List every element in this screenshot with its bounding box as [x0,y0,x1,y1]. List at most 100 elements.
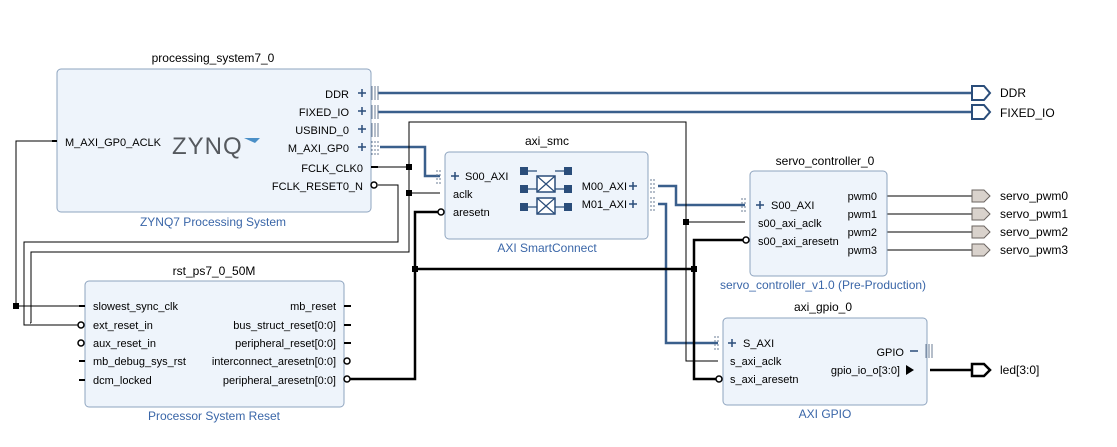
active-low-icon [370,181,378,189]
pin-ddr[interactable]: DDR [325,89,349,101]
pin-mb-debug-sys-rst[interactable]: mb_debug_sys_rst [93,356,186,368]
port-ddr[interactable]: DDR [971,85,1026,101]
output-port-icon [971,225,991,239]
port-servo-pwm0[interactable]: servo_pwm0 [971,189,1068,203]
junction-dot [406,190,412,196]
block-processing-system[interactable]: processing_system7_0 ZYNQ M_AXI_GP0_ACLK… [52,51,379,229]
wire-m00-axi[interactable] [658,184,745,207]
port-label: FIXED_IO [1000,106,1055,120]
wire-m-axi-gp0[interactable] [380,145,440,178]
output-port-icon [971,243,991,257]
wire-m01-axi[interactable] [658,202,718,345]
junction-dot [683,219,689,225]
pin-m-axi-gp0[interactable]: M_AXI_GP0 [288,143,349,155]
wire-clk-gpio[interactable] [685,222,718,362]
block-axi-smc[interactable]: axi_smc S00_AXI aclk aresetn M00_AXI M01… [436,134,655,255]
pin-interconnect-aresetn[interactable]: interconnect_aresetn[0:0] [212,356,336,368]
zynq-logo: ZYNQ [172,133,243,160]
expand-plus-icon[interactable] [358,89,366,151]
wire-fclk-reset[interactable] [23,184,399,326]
pin-pwm2[interactable]: pwm2 [848,227,877,239]
pin-m-axi-gp0-aclk[interactable]: M_AXI_GP0_ACLK [65,137,162,149]
block-type: Processor System Reset [148,409,281,423]
interface-port-icon [971,85,992,101]
expand-plus-icon[interactable] [451,172,637,208]
crossbar-icon [520,167,572,215]
pin-fclk-clk0[interactable]: FCLK_CLK0 [301,163,363,175]
expand-plus-icon[interactable] [756,201,764,209]
output-port-icon [971,189,991,203]
pin-s00-axi-aclk[interactable]: s00_axi_aclk [758,218,822,230]
pin-pwm0[interactable]: pwm0 [848,191,877,203]
port-label: servo_pwm1 [1000,207,1068,221]
port-label: DDR [1000,86,1026,100]
port-servo-pwm3[interactable]: servo_pwm3 [971,243,1068,257]
active-low-icon [343,357,351,365]
junction-dot [406,164,412,170]
interface-port-icon [971,104,992,120]
wire-peripheral-aresetn[interactable] [415,238,745,271]
instance-name: servo_controller_0 [776,154,875,168]
block-type: AXI GPIO [799,407,852,421]
block-body[interactable] [444,151,649,240]
expand-plus-icon[interactable] [728,339,736,347]
pin-aux-reset-in[interactable]: aux_reset_in [93,338,156,350]
pin-s-axi-aclk[interactable]: s_axi_aclk [730,356,782,368]
pin-aclk[interactable]: aclk [453,189,473,201]
junction-dot [13,303,19,309]
block-servo-controller[interactable]: servo_controller_0 S00_AXI s00_axi_aclk … [720,154,926,292]
wire-clk-servo[interactable] [408,121,745,223]
instance-name: axi_smc [525,134,569,148]
pin-m01-axi[interactable]: M01_AXI [582,199,627,211]
bus-interface-icon [371,86,379,155]
block-type: ZYNQ7 Processing System [140,215,286,229]
instance-name: axi_gpio_0 [794,300,852,314]
block-axi-gpio[interactable]: axi_gpio_0 S_AXI s_axi_aclk s_axi_areset… [714,300,933,421]
output-arrow-icon [906,365,914,375]
pin-usbind-0[interactable]: USBIND_0 [295,125,349,137]
block-body[interactable] [749,170,888,277]
pin-mb-reset[interactable]: mb_reset [290,301,336,313]
pin-s-axi-aresetn[interactable]: s_axi_aresetn [730,374,799,386]
port-led[interactable]: led[3:0] [970,362,1039,378]
output-port-icon [971,207,991,221]
port-servo-pwm2[interactable]: servo_pwm2 [971,225,1068,239]
connections [13,91,972,381]
pin-s00-axi[interactable]: S00_AXI [465,171,508,183]
wire-interconnect-aresetn[interactable] [350,210,440,381]
zynq-logo-mark [244,138,260,143]
pin-peripheral-aresetn[interactable]: peripheral_aresetn[0:0] [223,375,336,387]
pin-gpio[interactable]: GPIO [876,347,904,359]
pin-slowest-sync-clk[interactable]: slowest_sync_clk [93,301,178,313]
active-low-icon [437,208,445,216]
pin-bus-struct-reset[interactable]: bus_struct_reset[0:0] [233,320,336,332]
port-fixed-io[interactable]: FIXED_IO [971,104,1055,120]
pin-s-axi[interactable]: S_AXI [743,338,774,350]
instance-name: rst_ps7_0_50M [173,264,256,278]
block-processor-reset[interactable]: rst_ps7_0_50M slowest_sync_clk ext_reset… [77,264,351,423]
wire-fclk-clk0[interactable] [373,166,440,194]
active-low-icon [343,375,351,383]
pin-s00-axi-aresetn[interactable]: s00_axi_aresetn [758,236,839,248]
pin-m00-axi[interactable]: M00_AXI [582,181,627,193]
pin-fclk-reset0-n[interactable]: FCLK_RESET0_N [272,181,363,193]
pin-pwm3[interactable]: pwm3 [848,245,877,257]
pin-fixed-io[interactable]: FIXED_IO [299,107,350,119]
block-type: AXI SmartConnect [497,241,597,255]
port-servo-pwm1[interactable]: servo_pwm1 [971,207,1068,221]
port-label: servo_pwm2 [1000,225,1068,239]
block-body[interactable] [722,317,928,406]
pin-gpio-io-o[interactable]: gpio_io_o[3:0] [831,365,900,377]
active-low-icon [77,321,85,329]
wire-aresetn-gpio[interactable] [692,269,718,381]
pin-dcm-locked[interactable]: dcm_locked [93,375,152,387]
pin-s00-axi[interactable]: S00_AXI [771,200,814,212]
wire-clk-rst[interactable] [30,193,410,323]
wire-m-axi-gp0-aclk[interactable] [15,140,57,306]
pin-pwm1[interactable]: pwm1 [848,209,877,221]
block-type: servo_controller_v1.0 (Pre-Production) [720,278,926,292]
pin-ext-reset-in[interactable]: ext_reset_in [93,320,153,332]
pin-aresetn[interactable]: aresetn [453,207,490,219]
pin-peripheral-reset[interactable]: peripheral_reset[0:0] [235,338,336,350]
